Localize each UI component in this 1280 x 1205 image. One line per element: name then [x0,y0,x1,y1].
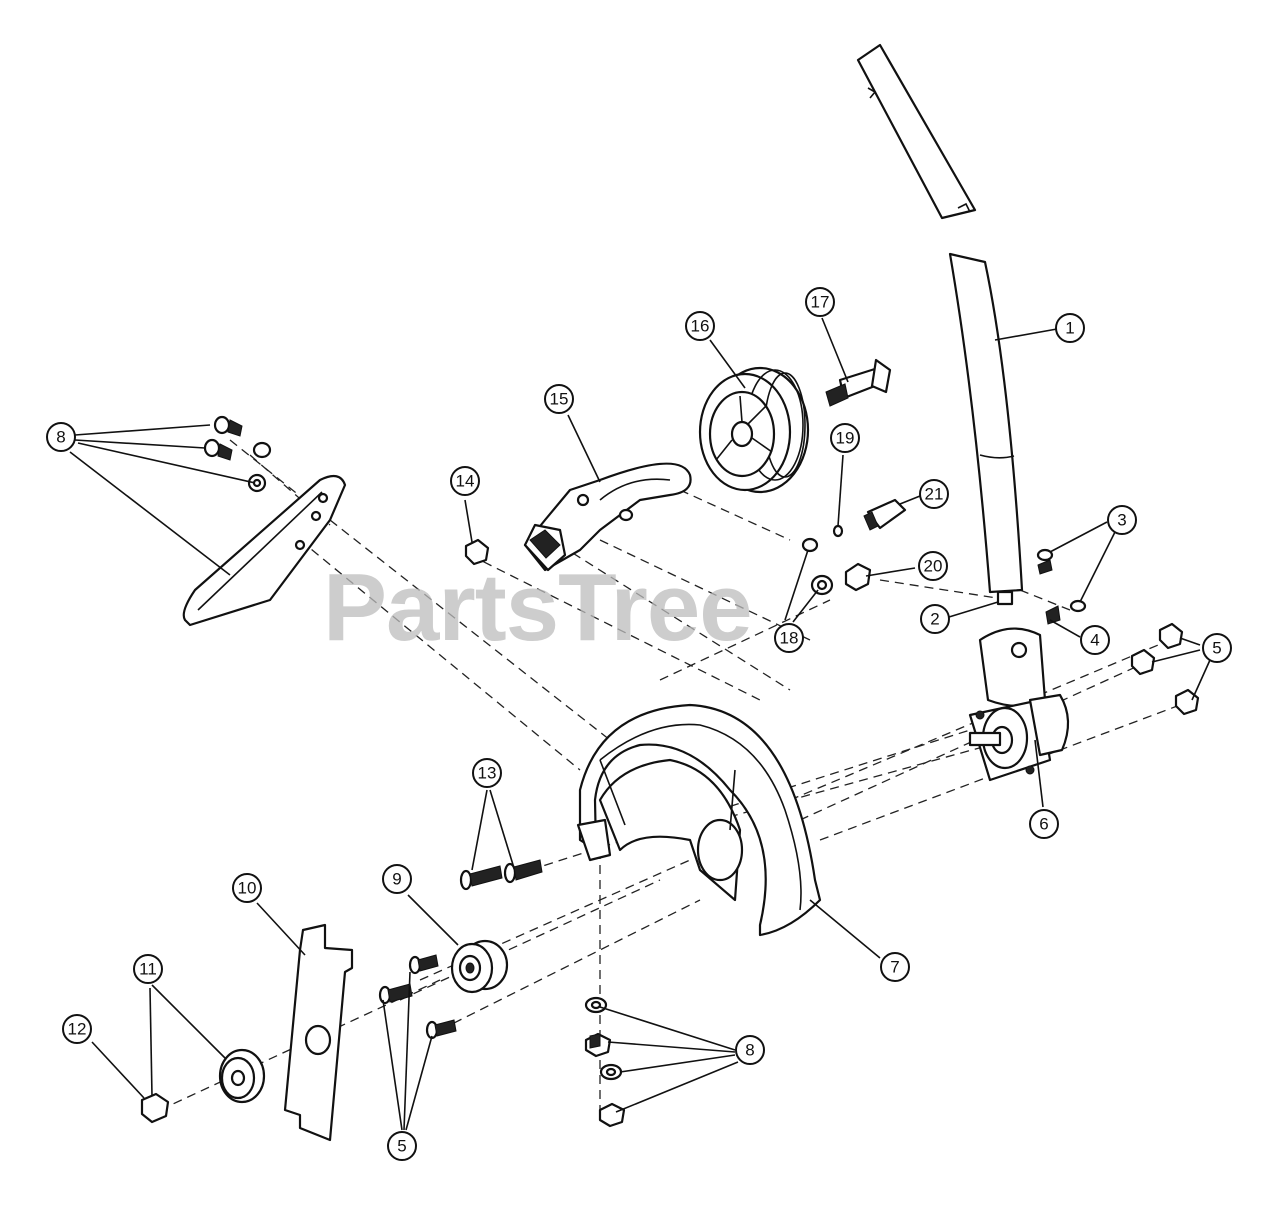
hardware-stack-bottom [584,996,626,1128]
nuts-right [1130,622,1200,716]
svg-text:4: 4 [1090,631,1099,650]
svg-text:8: 8 [745,1041,754,1060]
callout-14: 14 [450,466,480,496]
svg-text:16: 16 [691,317,710,336]
svg-text:21: 21 [925,485,944,504]
bearing [450,939,509,994]
callout-11: 11 [133,954,163,984]
handle-screws [1036,548,1087,625]
callouts: 1 2 3 4 5 5 6 7 8 8 9 10 11 12 13 14 15 … [46,287,1232,1161]
callout-2: 2 [920,604,950,634]
svg-text:8: 8 [56,428,65,447]
callout-10: 10 [232,873,262,903]
svg-text:6: 6 [1039,815,1048,834]
svg-text:10: 10 [238,879,257,898]
svg-text:7: 7 [890,958,899,977]
svg-text:17: 17 [811,293,830,312]
bolts-left [203,415,272,493]
callout-20: 20 [918,551,948,581]
blade-guard [576,703,822,937]
callout-8-left: 8 [46,422,76,452]
svg-text:11: 11 [139,960,157,979]
callout-5-right: 5 [1202,633,1232,663]
callout-16: 16 [685,311,715,341]
callout-21: 21 [919,479,949,509]
callout-15: 15 [544,384,574,414]
callout-4: 4 [1080,625,1110,655]
callout-8-bottom: 8 [735,1035,765,1065]
shoulder-bolt [825,358,892,407]
callout-5-lower: 5 [387,1131,417,1161]
bolts-13 [459,859,543,891]
svg-text:15: 15 [550,390,569,409]
svg-text:13: 13 [478,764,497,783]
svg-text:18: 18 [780,629,799,648]
nut-12 [140,1092,170,1124]
callout-7: 7 [880,952,910,982]
svg-text:12: 12 [68,1020,87,1039]
callout-12: 12 [62,1014,92,1044]
callout-17: 17 [805,287,835,317]
wheel-bracket [523,462,692,572]
small-hardware [801,498,907,596]
gear-housing [968,627,1070,782]
callout-9: 9 [382,864,412,894]
leader-lines [69,317,1211,1131]
wheel [698,366,810,494]
callout-13: 13 [472,758,502,788]
callout-6: 6 [1029,809,1059,839]
callout-19: 19 [830,423,860,453]
svg-text:1: 1 [1065,319,1074,338]
cover-plate [182,474,347,627]
watermark: PartsTree [323,554,752,661]
svg-text:20: 20 [924,557,943,576]
blade [283,923,354,1142]
nut-14 [464,538,490,566]
callout-18: 18 [774,623,804,653]
callout-3: 3 [1107,505,1137,535]
svg-text:5: 5 [1212,639,1221,658]
blade-adapter [218,1048,266,1104]
bolts-5-lower [378,954,457,1040]
callout-1: 1 [1055,313,1085,343]
svg-text:3: 3 [1117,511,1126,530]
svg-text:19: 19 [836,429,855,448]
svg-text:9: 9 [392,870,401,889]
svg-text:2: 2 [930,610,939,629]
lower-handle-tube [948,252,1024,606]
svg-text:5: 5 [397,1137,406,1156]
upper-handle-tube [856,43,977,220]
svg-text:14: 14 [456,472,475,491]
